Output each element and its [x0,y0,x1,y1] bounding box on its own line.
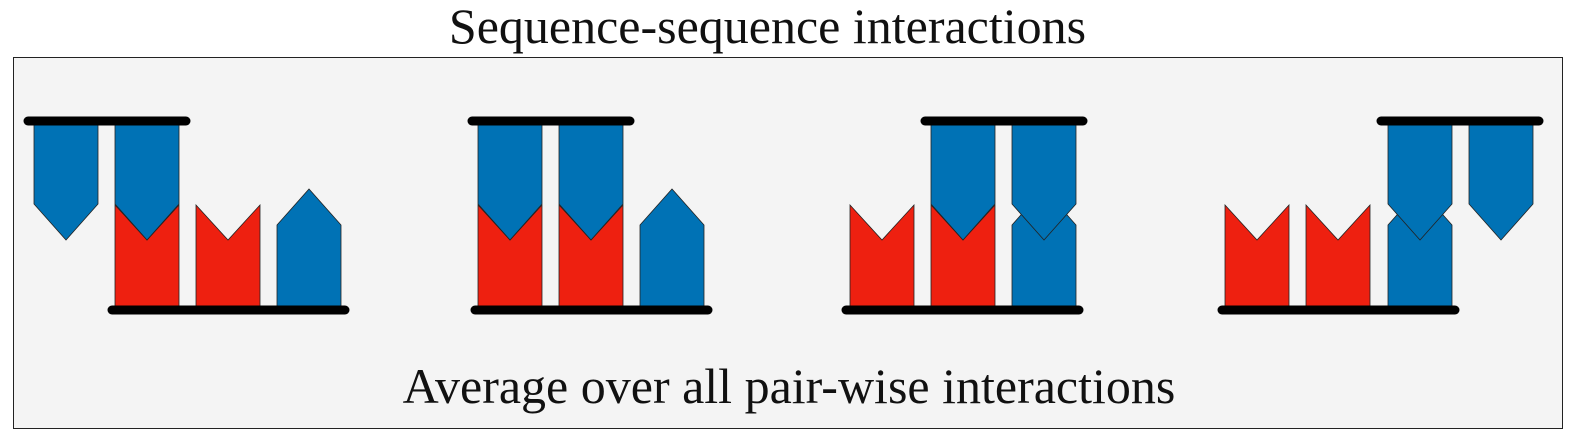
blue-up-piece [276,188,342,308]
red-down-piece [849,203,915,308]
configuration-4 [1217,116,1544,315]
diagram-title: Sequence-sequence interactions [448,0,1087,54]
red-down-piece [1224,203,1290,308]
configuration-2 [467,116,713,315]
blue-up-piece [639,188,705,308]
blue-down-piece [33,120,99,241]
diagram-caption: Average over all pair-wise interactions [402,358,1176,414]
configuration-1 [23,116,350,315]
red-down-piece [1305,203,1371,308]
red-down-piece [195,203,261,308]
blue-down-piece [1468,120,1534,241]
configuration-3 [841,116,1088,315]
diagram-panel [13,57,1563,429]
